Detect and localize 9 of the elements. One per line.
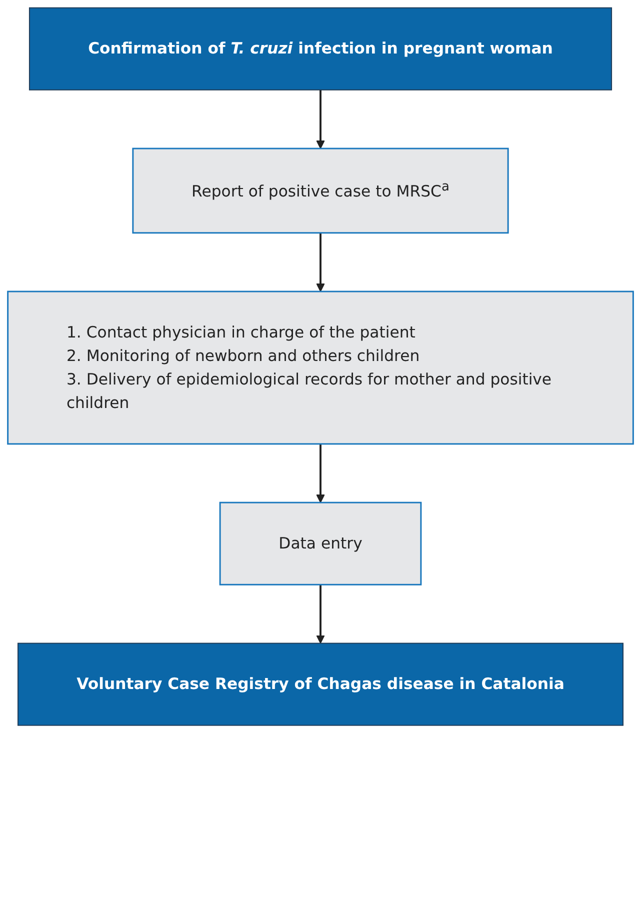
node-box: 1. Contact physician in charge of the patient 2. Monitoring of newborn and others children 3. Delivery of epidemiological records for mother and positive children — [7, 290, 634, 445]
node-box: Voluntary Case Registry of Chagas disease in Catalonia — [18, 642, 624, 726]
arrow — [316, 584, 325, 644]
arrow — [316, 90, 325, 149]
node-box: Data entry — [219, 502, 422, 586]
arrow — [316, 232, 325, 292]
arrow — [316, 444, 325, 503]
node-box: Report of positive case to MRSC$^{a}$ — [132, 148, 509, 234]
node-box: Confirmation of T. cruzi infection in pregnant woman — [28, 7, 612, 90]
